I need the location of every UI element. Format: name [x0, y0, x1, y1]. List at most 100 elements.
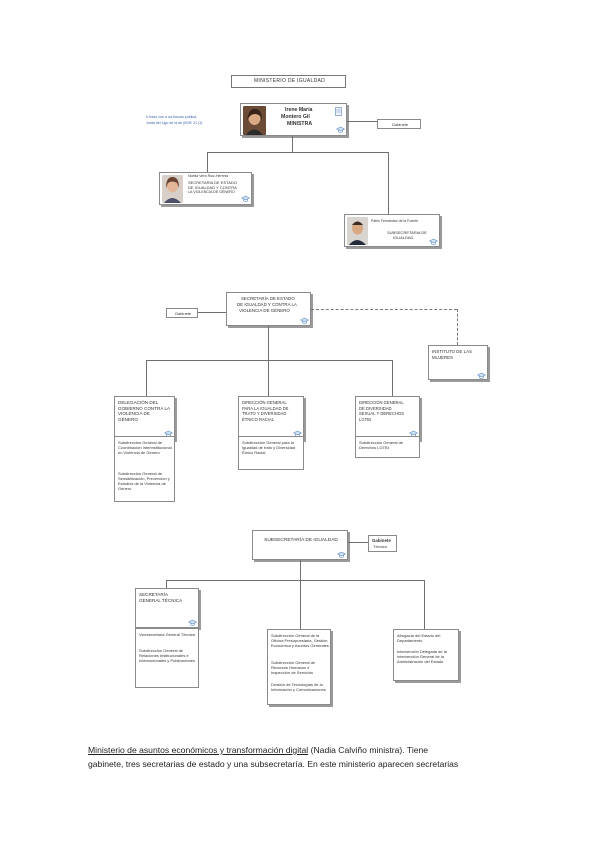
state-secretary-line2: DE IGUALDAD Y CONTRA [188, 184, 237, 190]
dg-lgtbi-unit-1: Subdirección General de Derechos LGTBI [359, 440, 404, 450]
dg-lgtbi-head-2: DE DIVERSIDAD [359, 405, 392, 411]
org3-right-units-box: Abogacía del Estado del Departamento Int… [393, 629, 459, 681]
org3-drop-left [166, 580, 167, 588]
graduation-cap-icon [337, 551, 346, 558]
delegation-head-3: VIOLENCIA DE [118, 411, 150, 416]
ministry-link[interactable]: Ministerio de asuntos económicos y trans… [88, 745, 309, 755]
org3-right-unit-1: Abogacía del Estado del Departamento [397, 633, 441, 643]
dg-equality-head-3: TRATO Y DIVERSIDAD [242, 411, 287, 416]
graduation-cap-icon [300, 317, 309, 324]
org2-branch [146, 360, 392, 361]
institute-box: INSTITUTO DE LAS MUJERES [428, 345, 488, 380]
org2-trunk [268, 326, 269, 360]
sgt-head-1: SECRETARÍA [139, 592, 169, 597]
document-icon [335, 107, 342, 116]
undersecretary-name: Pablo Fernández de la Fuente [371, 219, 419, 223]
institute-dashed-drop [457, 309, 458, 345]
state-secretary-line1: SECRETARIA DE ESTADO [188, 180, 237, 185]
state-secretary-line3: LA VIOLENCIA DE GÉNERO [188, 190, 235, 194]
dg-lgtbi-head-3: SEXUAL Y DERECHOS [359, 411, 405, 416]
dg-equality-units-box: Subdirección General para la Igualdad de… [238, 436, 304, 470]
org3-right-unit-2: Intervención Delegada de la Intervención… [397, 649, 447, 664]
dg-lgtbi-head-4: LGTBI [359, 416, 372, 422]
org1-cabinet-label: Gabinete [391, 122, 409, 127]
org3-branch [166, 580, 424, 581]
delegation-units-box: Subdirección General de Coordinación Int… [114, 436, 175, 502]
org1-caption-line1: Ir frazo con a ua funcan publica, [146, 115, 198, 119]
org2-drop-left [146, 360, 147, 396]
undersecretary-line1: SUBSECRETARIA DE [387, 230, 427, 235]
minister-photo [243, 106, 266, 135]
org3-mid-units-box: Subdirección General de la Oficina Presu… [267, 629, 331, 705]
undersecretary-photo [347, 217, 368, 245]
org3-drop-right [424, 580, 425, 629]
org1-title: MINISTERIO DE IGUALDAD [253, 78, 326, 84]
undersecretary-line2: IGUALDAD [393, 235, 414, 240]
delegation-head-1: DELEGACIÓN DEL [118, 400, 159, 405]
org1-caption-line2: Junta del Ligo de la de (BOE 21 (1) [146, 121, 203, 125]
org3-drop-mid [300, 580, 301, 629]
org3-cabinet-line2: Técnico [373, 544, 388, 549]
state-secretary-name: Noelia Vera Ruiz-Herrera [188, 174, 229, 178]
graduation-cap-icon [188, 619, 197, 626]
institute-dashed-link [311, 309, 457, 310]
org1-branch [207, 152, 388, 153]
dg-lgtbi-units-box: Subdirección General de Derechos LGTBI [355, 436, 420, 458]
sgt-unit-2: Subdirección General de Relaciones Insti… [139, 648, 196, 663]
org2-top-box: SECRETARÍA DE ESTADO DE IGUALDAD Y CONTR… [226, 292, 311, 326]
minister-name: Irene María [285, 107, 313, 113]
dg-lgtbi-box: DIRECCIÓN GENERAL DE DIVERSIDAD SEXUAL Y… [355, 396, 420, 440]
institute-line2: MUJERES [432, 354, 453, 360]
org2-cabinet-box: Gabinete [166, 308, 198, 318]
undersecretary-box: Pablo Fernández de la Fuente SUBSECRETAR… [344, 214, 440, 247]
dg-equality-head-2: PARA LA IGUALDAD DE [242, 405, 289, 411]
minister-surname: Montero Gil [281, 114, 310, 120]
delegation-head-2: GOBIERNO CONTRA LA [118, 405, 171, 411]
org3-cabinet-line1: Gabinete [372, 538, 391, 543]
org2-top-line2: DE IGUALDAD Y CONTRA LA [237, 302, 297, 307]
org1-right-drop [388, 152, 389, 214]
org1-cabinet-box: Gabinete [377, 119, 421, 129]
org2-top-line1: SECRETARÍA DE ESTADO [241, 296, 295, 301]
paragraph-text-1: (Nadia Calviño ministra). Tiene [308, 745, 429, 755]
sgt-unit-1: Vicesecretaría General Técnica [139, 632, 195, 637]
minister-cabinet-connector [347, 121, 377, 122]
graduation-cap-icon [336, 126, 345, 133]
dg-lgtbi-head-1: DIRECCIÓN GENERAL [359, 400, 404, 405]
paragraph-text-2: gabinete, tres secretarias de estado y u… [88, 759, 459, 769]
delegation-box: DELEGACIÓN DEL GOBIERNO CONTRA LA VIOLEN… [114, 396, 175, 440]
org3-cabinet-box: Gabinete Técnico [368, 535, 397, 552]
dg-equality-head-4: ÉTNICO RACIAL [242, 416, 275, 422]
state-secretary-photo [162, 175, 183, 203]
org3-mid-unit-3: División de Tecnologías de la Informació… [271, 682, 326, 692]
org2-cabinet-connector [198, 312, 226, 313]
sgt-head-2: GENERAL TÉCNICA [139, 598, 183, 603]
dg-equality-head-1: DIRECCIÓN GENERAL [242, 400, 287, 405]
delegation-unit-1: Subdirección General de Coordinación Int… [118, 440, 172, 455]
org1-left-drop [207, 152, 208, 172]
body-paragraph: Ministerio de asuntos económicos y trans… [88, 743, 514, 771]
org3-trunk [300, 560, 301, 580]
dg-equality-unit-1: Subdirección General para la Igualdad de… [242, 440, 296, 455]
org1-title-box: MINISTERIO DE IGUALDAD [231, 75, 346, 88]
org2-top-line3: VIOLENCIA DE GÉNERO [239, 308, 290, 313]
org1-trunk [292, 136, 293, 152]
dg-equality-box: DIRECCIÓN GENERAL PARA LA IGUALDAD DE TR… [238, 396, 304, 440]
minister-box: Irene María Montero Gil MINISTRA [240, 103, 347, 136]
org3-cabinet-connector [348, 542, 368, 543]
org3-mid-unit-2: Subdirección General de Recursos Humanos… [271, 660, 316, 675]
org3-top-label: SUBSECRETARÍA DE IGUALDAD [264, 538, 338, 543]
minister-role: MINISTRA [287, 121, 313, 127]
delegation-unit-2: Subdirección General de Sensibilización,… [118, 471, 170, 491]
org3-top-box: SUBSECRETARÍA DE IGUALDAD [252, 530, 348, 560]
graduation-cap-icon [477, 372, 486, 379]
state-secretary-box: Noelia Vera Ruiz-Herrera SECRETARIA DE E… [159, 172, 252, 205]
graduation-cap-icon [241, 195, 250, 202]
org2-drop-mid [268, 360, 269, 396]
delegation-head-4: GÉNERO [118, 416, 138, 422]
org2-drop-right [392, 360, 393, 396]
org2-cabinet-label: Gabinete [174, 311, 192, 316]
sgt-box: SECRETARÍA GENERAL TÉCNICA [135, 588, 199, 628]
institute-line1: INSTITUTO DE LAS [432, 349, 472, 354]
graduation-cap-icon [429, 238, 438, 245]
